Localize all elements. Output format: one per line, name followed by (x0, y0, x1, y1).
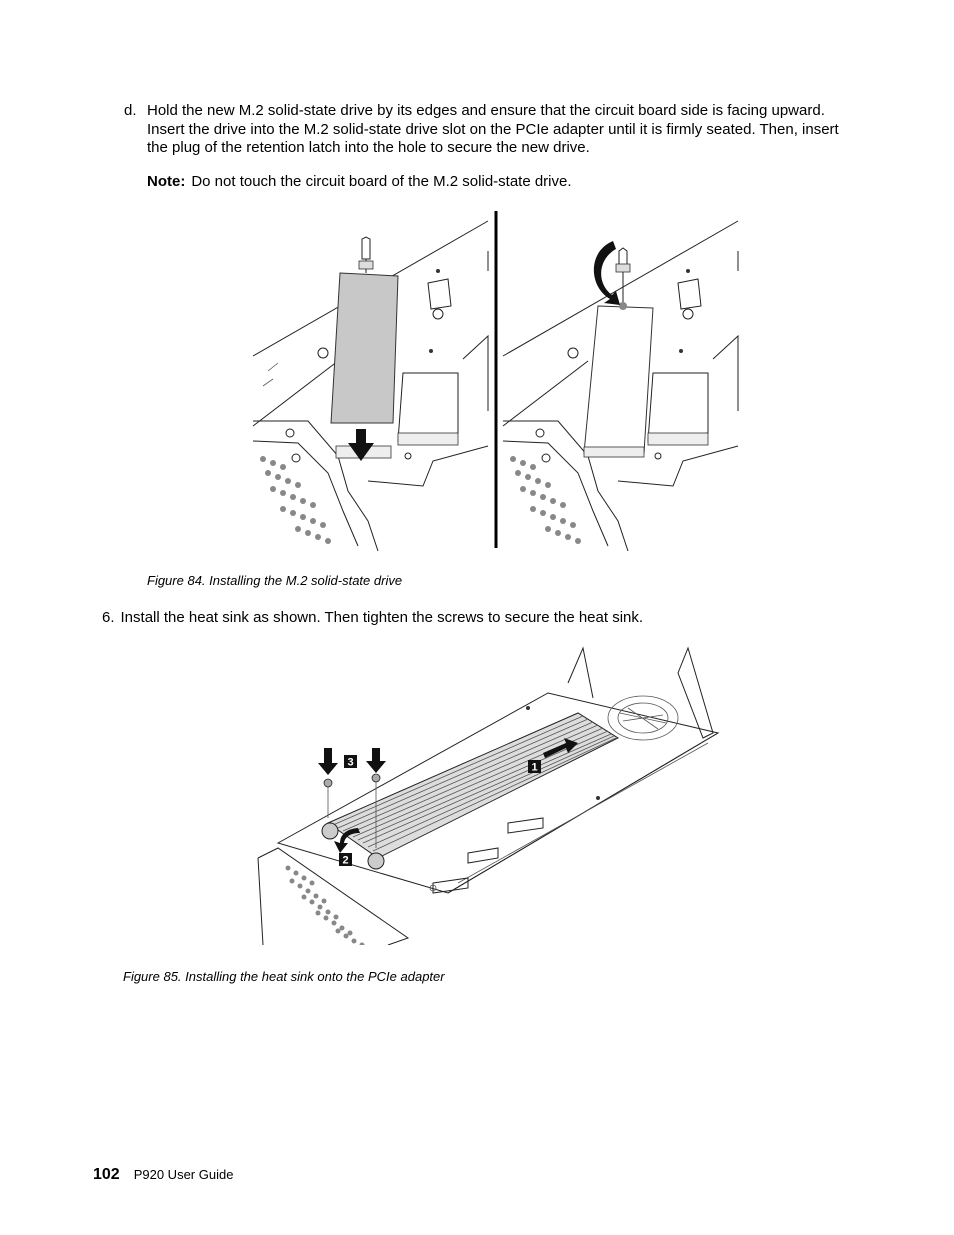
svg-text:2: 2 (342, 855, 348, 867)
note: Note: Do not touch the circuit board of t… (147, 173, 572, 191)
step-d-text: Hold the new M.2 solid-state drive by it… (147, 102, 839, 156)
page-footer: 102 P920 User Guide (93, 1166, 233, 1184)
m2-latch-panel (502, 220, 739, 551)
step-d-marker: d. (124, 102, 137, 119)
page-number: 102 (93, 1166, 120, 1183)
callout-1: 1 (528, 760, 541, 774)
step-6-marker: 6. (102, 609, 115, 626)
note-label: Note: (147, 173, 186, 190)
step-6-text: Install the heat sink as shown. Then tig… (120, 609, 644, 626)
m2-insert-panel (252, 220, 489, 551)
svg-text:1: 1 (531, 762, 537, 774)
figure-85-caption: Figure 85. Installing the heat sink onto… (123, 969, 445, 984)
figure-84-illustration (248, 211, 744, 551)
note-text: Do not touch the circuit board of the M.… (191, 173, 572, 190)
step-d: d. Hold the new M.2 solid-state drive by… (124, 102, 854, 158)
figure-85-illustration: 1 2 3 (248, 643, 722, 945)
figure-84-caption: Figure 84. Installing the M.2 solid-stat… (147, 573, 403, 588)
step-6: 6. Install the heat sink as shown. Then t… (102, 609, 643, 627)
callout-3: 3 (344, 755, 357, 769)
guide-title: P920 User Guide (133, 1167, 234, 1182)
callout-2: 2 (339, 853, 352, 867)
svg-text:3: 3 (347, 757, 353, 769)
